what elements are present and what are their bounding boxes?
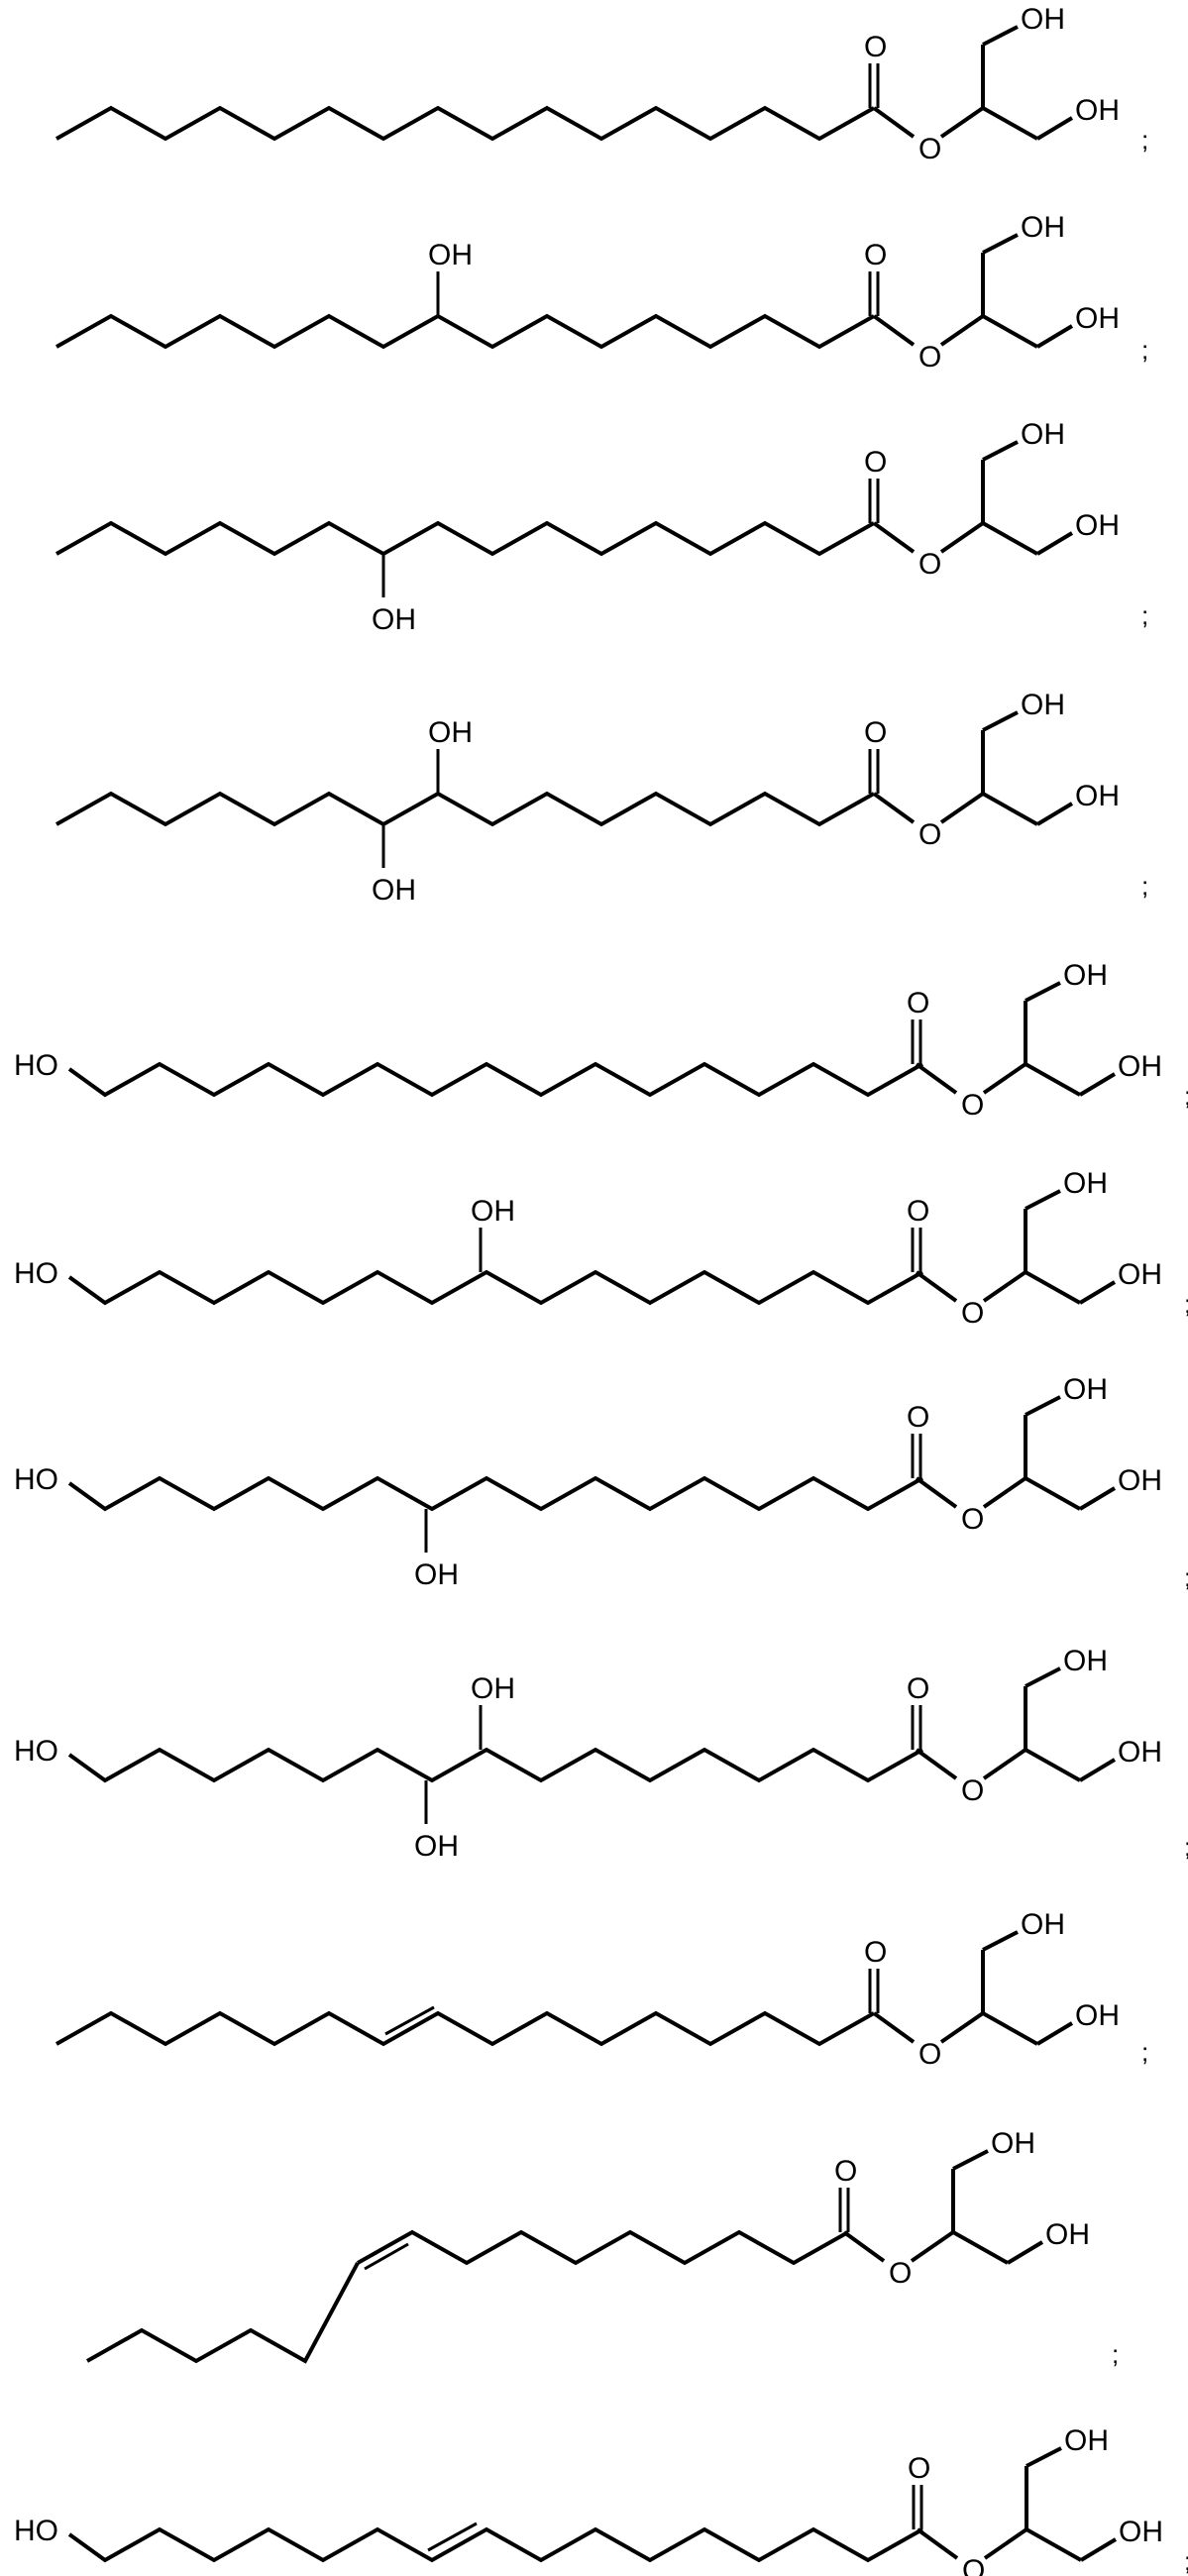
hydroxyl-label-right: OH: [1075, 302, 1120, 335]
separator-semicolon: ;: [1184, 1081, 1188, 1111]
carbonyl-oxygen-label: O: [907, 1401, 929, 1434]
chain-hydroxyl-label: OH: [414, 1830, 459, 1863]
separator-semicolon: ;: [1184, 1289, 1188, 1319]
carbonyl-oxygen-label: O: [864, 239, 887, 271]
carbonyl-oxygen-label: O: [864, 446, 887, 479]
hydroxyl-label-top: OH: [1063, 1167, 1108, 1200]
carbonyl-oxygen-label: O: [864, 31, 887, 63]
hydroxyl-label-top: OH: [1063, 1373, 1108, 1406]
hydroxyl-label-top: OH: [1021, 1908, 1065, 1941]
molecule-8: HO OH OH O O OH OH;: [14, 1645, 1188, 1863]
ester-oxygen-label: O: [918, 341, 941, 374]
molecule-10: O O OH OH;: [86, 2127, 1119, 2369]
hydroxyl-left-label: HO: [14, 1049, 58, 1082]
molecule-7: HO OH O O OH OH;: [14, 1373, 1188, 1592]
hydroxyl-label-top: OH: [1021, 211, 1065, 244]
chain-hydroxyl-label: OH: [414, 1558, 459, 1591]
separator-semicolon: ;: [1184, 1562, 1188, 1592]
hydroxyl-label-right: OH: [1075, 509, 1120, 542]
ester-oxygen-label: O: [961, 1503, 984, 1536]
ester-oxygen-label: O: [918, 133, 941, 165]
ester-oxygen-label: O: [961, 1089, 984, 1122]
ester-oxygen-label: O: [918, 2038, 941, 2071]
separator-semicolon: ;: [1141, 125, 1148, 155]
carbonyl-oxygen-label: O: [908, 2452, 930, 2485]
chain-hydroxyl-label: OH: [428, 239, 473, 271]
hydroxyl-label-top: OH: [991, 2127, 1035, 2160]
chain-hydroxyl-label: OH: [372, 874, 416, 907]
molecule-1: O O OH OH;: [55, 3, 1148, 165]
hydroxyl-label-right: OH: [1045, 2218, 1090, 2251]
hydroxyl-label-right: OH: [1118, 1258, 1162, 1291]
separator-semicolon: ;: [1184, 2546, 1188, 2576]
hydroxyl-label-top: OH: [1064, 2424, 1109, 2457]
hydroxyl-label-top: OH: [1063, 959, 1108, 992]
separator-semicolon: ;: [1141, 335, 1148, 365]
hydroxyl-label-right: OH: [1075, 780, 1120, 812]
chain-hydroxyl-label: OH: [428, 716, 473, 749]
ester-oxygen-label: O: [918, 818, 941, 851]
molecule-2: OH O O OH OH;: [55, 211, 1148, 374]
separator-semicolon: ;: [1184, 1832, 1188, 1862]
molecule-11: HO O O OH OH;: [14, 2424, 1188, 2576]
ester-oxygen-label: O: [889, 2257, 912, 2290]
carbonyl-oxygen-label: O: [907, 1195, 929, 1228]
separator-semicolon: ;: [1141, 2037, 1148, 2067]
carbonyl-oxygen-label: O: [864, 1936, 887, 1969]
molecule-4: OH OH O O OH OH;: [55, 689, 1148, 907]
hydroxyl-label-right: OH: [1118, 1464, 1162, 1497]
hydroxyl-label-top: OH: [1063, 1645, 1108, 1677]
hydroxyl-label-top: OH: [1021, 418, 1065, 451]
carbonyl-oxygen-label: O: [907, 987, 929, 1020]
hydroxyl-label-top: OH: [1021, 689, 1065, 721]
chain-hydroxyl-label: OH: [372, 603, 416, 636]
ester-oxygen-label: O: [962, 2554, 985, 2576]
carbonyl-oxygen-label: O: [907, 1672, 929, 1705]
molecule-5: HO O O OH OH;: [14, 959, 1188, 1122]
separator-semicolon: ;: [1112, 2339, 1119, 2369]
hydroxyl-left-label: HO: [14, 1257, 58, 1290]
molecule-3: OH O O OH OH;: [55, 418, 1148, 636]
hydroxyl-left-label: HO: [14, 1735, 58, 1768]
hydroxyl-label-right: OH: [1118, 1736, 1162, 1769]
molecule-9: O O OH OH;: [55, 1908, 1148, 2071]
molecule-6: HO OH O O OH OH;: [14, 1167, 1188, 1330]
hydroxyl-left-label: HO: [14, 2515, 58, 2547]
ester-oxygen-label: O: [918, 548, 941, 581]
ester-oxygen-label: O: [961, 1774, 984, 1807]
separator-semicolon: ;: [1141, 600, 1148, 630]
separator-semicolon: ;: [1141, 871, 1148, 901]
hydroxyl-label-right: OH: [1075, 1999, 1120, 2032]
hydroxyl-label-right: OH: [1118, 1050, 1162, 1083]
carbonyl-oxygen-label: O: [864, 716, 887, 749]
hydroxyl-label-top: OH: [1021, 3, 1065, 36]
hydroxyl-label-right: OH: [1119, 2516, 1163, 2548]
hydroxyl-label-right: OH: [1075, 94, 1120, 127]
chain-hydroxyl-label: OH: [471, 1672, 515, 1705]
hydroxyl-left-label: HO: [14, 1463, 58, 1496]
carbonyl-oxygen-label: O: [834, 2155, 857, 2188]
chain-hydroxyl-label: OH: [471, 1195, 515, 1228]
ester-oxygen-label: O: [961, 1297, 984, 1330]
